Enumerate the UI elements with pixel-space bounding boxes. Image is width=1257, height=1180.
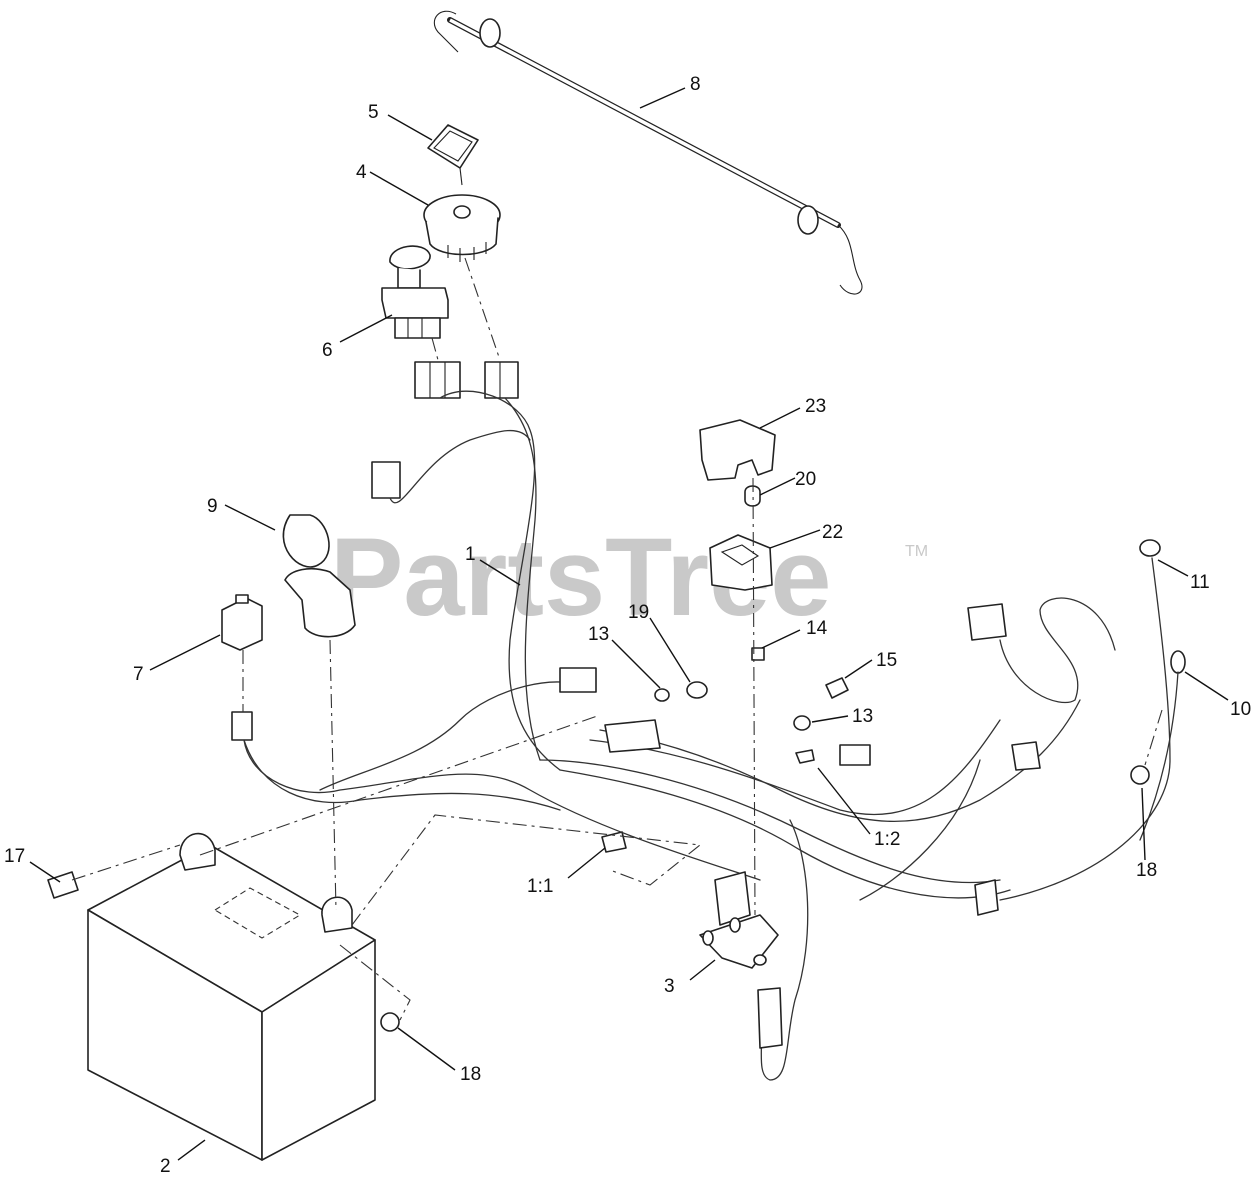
callout-18-right: 18 [1136,860,1157,881]
callout-17: 17 [4,846,25,867]
callout-15: 15 [876,650,897,671]
callout-4: 4 [356,162,367,183]
callout-5: 5 [368,102,379,123]
part-battery [47,832,400,1161]
callout-7: 7 [133,664,144,685]
callout-20: 20 [795,469,816,490]
part-ground-cables [999,539,1186,901]
watermark-trademark: TM [905,543,928,560]
part-relay [221,594,263,741]
callout-9: 9 [207,496,218,517]
assembly-guide-lines [71,257,1163,1021]
part-connectors-upper [371,361,519,499]
callout-2: 2 [160,1156,171,1177]
callout-18-lower: 18 [460,1064,481,1085]
part-battery-cable [282,514,356,638]
part-main-harness [243,390,1116,1081]
callout-1-1: 1:1 [527,876,553,897]
callout-11: 11 [1190,572,1210,593]
part-support-rod [433,10,863,295]
callout-3: 3 [664,976,675,997]
part-solenoid [699,871,779,969]
callout-6: 6 [322,340,333,361]
part-hardware [601,647,871,853]
callout-23: 23 [805,396,826,417]
callout-8: 8 [690,74,701,95]
callout-1: 1 [465,544,476,565]
callout-labels: 8 5 4 6 23 20 22 9 1 7 19 13 14 15 13 11… [4,74,1251,1177]
callout-14: 14 [806,618,828,639]
callout-13-lower: 13 [852,706,873,727]
callout-leaders [29,87,1229,1161]
part-ignition-key [427,124,479,186]
callout-22: 22 [822,522,843,543]
callout-19: 19 [628,602,649,623]
callout-1-2: 1:2 [874,829,900,850]
part-ignition-switch [423,194,501,262]
callout-10: 10 [1230,699,1251,720]
part-pto-switch [381,245,449,339]
part-terminal-covers [699,419,776,591]
callout-13-upper: 13 [588,624,609,645]
